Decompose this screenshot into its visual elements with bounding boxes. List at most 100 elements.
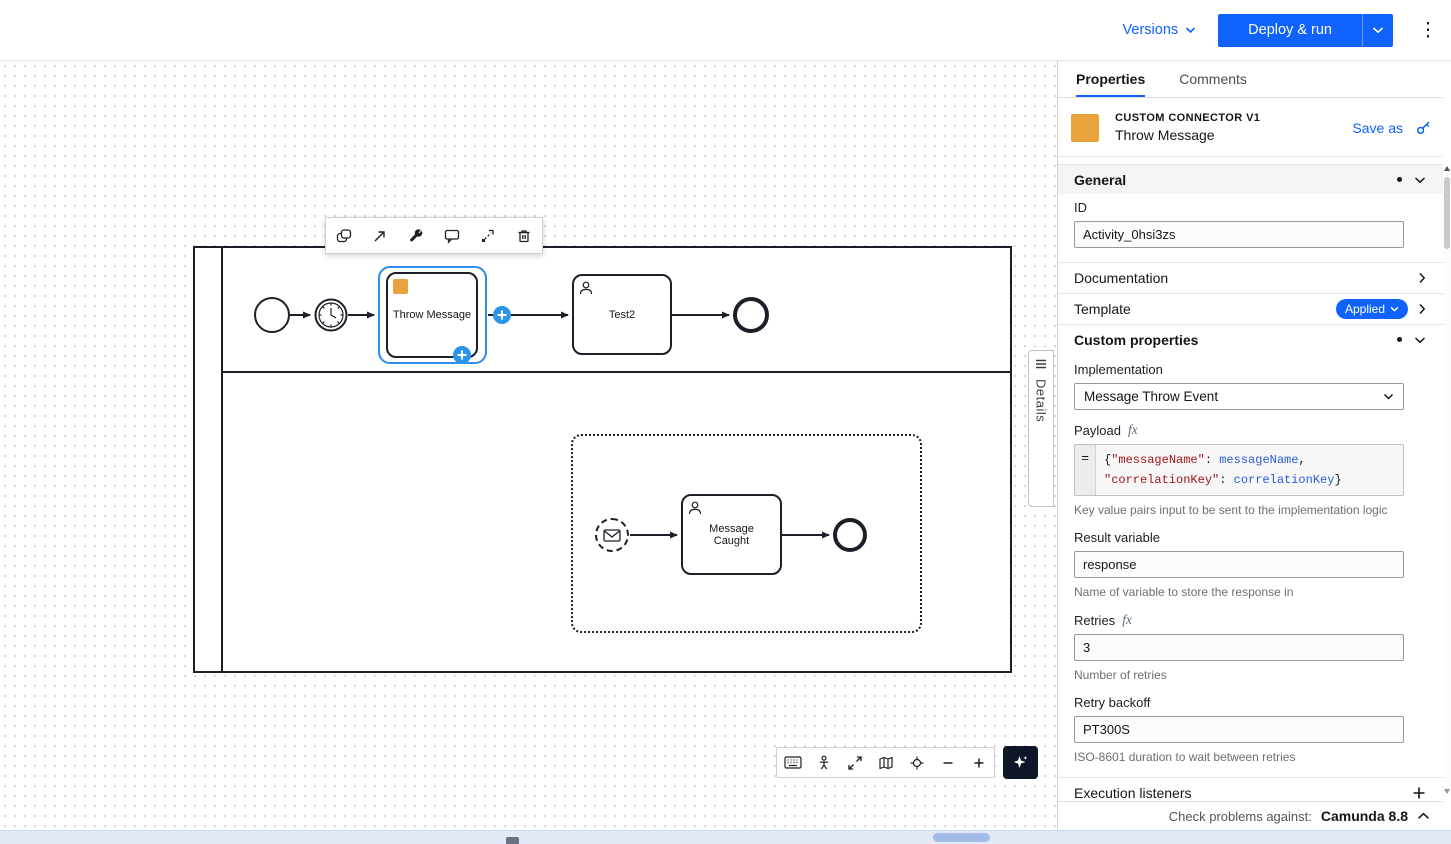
bottom-strip-mark (506, 837, 519, 844)
scroll-down-arrow[interactable] (1444, 789, 1450, 794)
copy-button[interactable] (326, 218, 362, 253)
task-message-caught[interactable]: Message Caught (681, 494, 782, 575)
group-general[interactable]: General (1058, 164, 1443, 194)
change-element-button[interactable] (398, 218, 434, 253)
append-element-bottom-button[interactable] (453, 346, 471, 364)
engine-version-selector[interactable]: Camunda 8.8 (1320, 808, 1408, 824)
group-label: General (1074, 171, 1127, 188)
group-execution-listeners[interactable]: Execution listeners (1058, 777, 1443, 808)
task-label: Message Caught (709, 522, 754, 547)
plus-icon (497, 310, 507, 320)
template-applied-badge[interactable]: Applied (1335, 299, 1408, 319)
keyboard-shortcuts-button[interactable] (777, 748, 808, 777)
retries-input[interactable] (1074, 634, 1404, 661)
chevron-up-icon[interactable] (1417, 812, 1430, 820)
end-event[interactable] (833, 518, 867, 552)
custom-properties-body: Implementation Message Throw Event Paylo… (1058, 354, 1443, 777)
chevron-down-icon (1414, 336, 1426, 343)
plus-icon (1413, 787, 1425, 799)
fx-toggle-icon[interactable]: fx (1122, 612, 1132, 627)
retry-backoff-label: Retry backoff (1074, 695, 1151, 710)
plus-icon (457, 350, 467, 360)
top-bar: Versions Deploy & run ⋮ (0, 0, 1451, 61)
end-event[interactable] (733, 297, 769, 333)
timer-event[interactable] (314, 298, 348, 332)
task-label: Test2 (608, 308, 636, 321)
chevron-right-icon (1419, 303, 1426, 315)
implementation-label: Implementation (1074, 362, 1163, 377)
panel-scrollbar[interactable] (1443, 163, 1451, 797)
reset-view-button[interactable] (901, 748, 932, 777)
task-throw-message[interactable]: Throw Message (386, 272, 478, 358)
fullscreen-button[interactable] (839, 748, 870, 777)
keyboard-icon (783, 756, 802, 769)
append-arrow-button[interactable] (362, 218, 398, 253)
implementation-select[interactable]: Message Throw Event (1074, 383, 1404, 410)
message-start-event[interactable] (595, 518, 629, 552)
result-variable-label: Result variable (1074, 530, 1160, 545)
lane-divider (221, 371, 1010, 373)
bpmn-canvas[interactable]: Throw Message Test2 (0, 61, 1057, 830)
tab-comments[interactable]: Comments (1179, 71, 1247, 87)
minimap-button[interactable] (870, 748, 901, 777)
kebab-menu-icon: ⋮ (1418, 19, 1438, 41)
deploy-run-button[interactable]: Deploy & run (1218, 13, 1362, 47)
annotation-button[interactable] (434, 218, 470, 253)
connect-tool-button[interactable] (470, 218, 506, 253)
key-icon[interactable] (1416, 120, 1431, 135)
connector-template-icon (1071, 113, 1099, 142)
group-custom-properties[interactable]: Custom properties (1058, 324, 1443, 354)
general-body: ID (1058, 194, 1443, 262)
chevron-down-icon (1383, 393, 1394, 400)
scrollbar-thumb[interactable] (1444, 177, 1450, 249)
selection-outline (378, 266, 487, 364)
id-label: ID (1074, 200, 1087, 215)
group-label: Documentation (1074, 270, 1169, 286)
result-variable-input[interactable] (1074, 551, 1404, 578)
deploy-dropdown-button[interactable] (1362, 13, 1393, 47)
trash-icon (518, 229, 530, 242)
crosshair-icon (910, 756, 923, 769)
sequence-flow-layer (290, 311, 830, 539)
details-tab[interactable]: Details (1028, 350, 1054, 507)
kebab-menu-button[interactable]: ⋮ (1415, 19, 1441, 42)
tab-properties[interactable]: Properties (1076, 61, 1145, 97)
delete-button[interactable] (506, 218, 542, 253)
accessibility-button[interactable] (808, 748, 839, 777)
edited-dot-icon (1397, 337, 1402, 342)
group-label: Template (1074, 301, 1131, 317)
group-documentation[interactable]: Documentation (1058, 262, 1443, 293)
copy-icon (336, 228, 352, 242)
save-as-link[interactable]: Save as (1352, 119, 1403, 136)
fullscreen-icon (847, 755, 862, 770)
badge-label: Applied (1344, 302, 1385, 316)
fx-toggle-icon[interactable]: fx (1127, 422, 1138, 437)
chevron-down-icon (1372, 27, 1384, 34)
versions-menu[interactable]: Versions (1123, 22, 1197, 38)
payload-label: Payload (1074, 422, 1121, 438)
task-test2[interactable]: Test2 (572, 274, 672, 355)
scroll-up-arrow[interactable] (1444, 166, 1450, 171)
event-subprocess[interactable] (571, 434, 922, 633)
start-event[interactable] (254, 297, 290, 333)
add-execution-listener-button[interactable] (1412, 786, 1426, 800)
retries-help: Number of retries (1074, 668, 1167, 682)
retry-backoff-input[interactable] (1074, 716, 1404, 743)
deploy-split-button: Deploy & run (1218, 13, 1393, 47)
properties-panel: Properties Comments CUSTOM CONNECTOR V1 … (1057, 61, 1443, 830)
zoom-in-button[interactable] (963, 748, 994, 777)
person-icon (819, 755, 828, 769)
chevron-right-icon (1419, 272, 1426, 284)
envelope-icon (603, 528, 621, 542)
payload-editor[interactable]: = {"messageName": messageName, "correlat… (1074, 444, 1404, 496)
payload-code[interactable]: {"messageName": messageName, "correlatio… (1096, 445, 1403, 495)
horizontal-scrollbar-thumb[interactable] (933, 833, 990, 842)
element-type-label: CUSTOM CONNECTOR V1 (1115, 112, 1261, 124)
group-template[interactable]: Template Applied (1058, 293, 1443, 324)
hamburger-icon (1036, 359, 1046, 369)
zoom-out-button[interactable] (932, 748, 963, 777)
chevron-down-icon (1390, 306, 1399, 312)
id-input[interactable] (1074, 221, 1404, 248)
append-element-button[interactable] (493, 306, 511, 324)
ai-assistant-button[interactable] (1003, 746, 1038, 779)
